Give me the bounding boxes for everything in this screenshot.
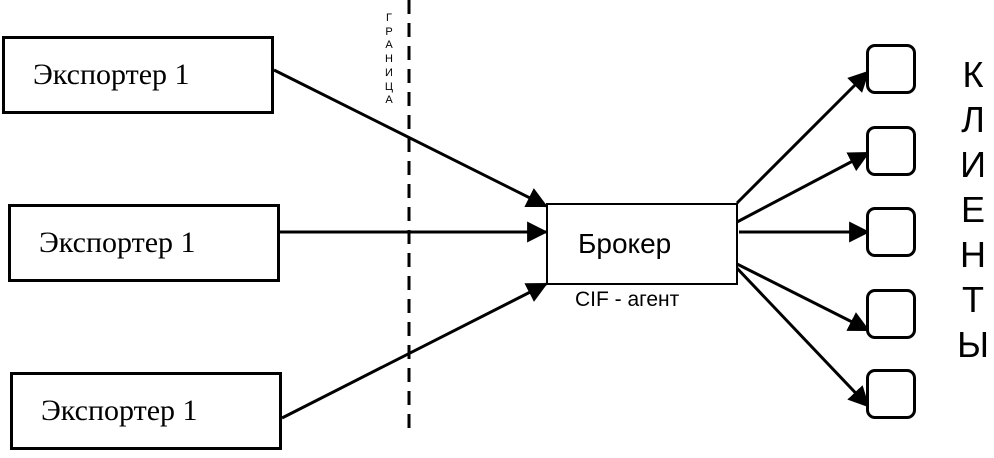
exporter-box-2: Экспортер 1 (8, 204, 280, 282)
broker-box: Брокер (546, 203, 738, 285)
clients-label-letter: Ы (957, 324, 989, 365)
broker-label: Брокер (578, 228, 672, 259)
clients-label-letter: К (962, 54, 984, 95)
client-box-1 (866, 44, 916, 94)
border-label-letter: Ц (384, 80, 394, 93)
client-box-2 (866, 126, 916, 176)
clients-label-letter: Т (962, 279, 984, 320)
exporter-label: Экспортер 1 (41, 394, 198, 427)
clients-label-letter: И (960, 144, 986, 185)
border-label-letter: А (385, 94, 393, 107)
arrow-broker-to-client-1 (735, 70, 870, 205)
arrow-exporter-3-to-broker (281, 282, 548, 420)
border-label-letter: А (385, 39, 393, 52)
border-label-letter: И (385, 66, 393, 79)
clients-label-letter: Е (960, 189, 985, 230)
client-box-3 (866, 207, 916, 257)
clients-label-letter: Л (961, 99, 985, 140)
arrow-exporter-1-to-broker (273, 68, 548, 208)
client-box-4 (866, 289, 916, 339)
border-label-letter: Г (386, 12, 392, 24)
clients-label: К Л И Е Н Т Ы (955, 52, 991, 367)
border-label-letter: Н (385, 53, 393, 66)
exporter-label: Экспортер 1 (39, 226, 196, 259)
arrow-broker-to-client-2 (736, 151, 870, 224)
arrow-broker-to-client-4 (732, 260, 870, 332)
clients-label-letter: Н (960, 234, 986, 275)
client-box-5 (866, 369, 916, 419)
exporter-box-1: Экспортер 1 (2, 36, 274, 114)
border-label-letter: Р (385, 25, 393, 38)
broker-caption: CIF - агент (575, 288, 680, 311)
border-label: Г Р А Н И Ц А (381, 12, 397, 108)
exporter-label: Экспортер 1 (33, 58, 190, 91)
exporter-box-3: Экспортер 1 (10, 372, 282, 450)
arrow-broker-to-client-5 (731, 262, 870, 408)
